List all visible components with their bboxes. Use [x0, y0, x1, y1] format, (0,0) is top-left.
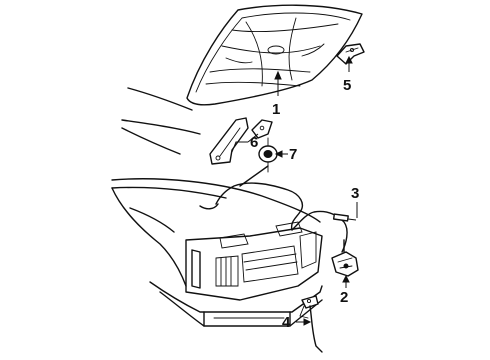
hood-panel — [186, 4, 363, 106]
hood-latch-part-2 — [331, 239, 359, 277]
callout-label-7: 7 — [289, 146, 297, 163]
callout-6: 6 — [231, 133, 258, 153]
support-rod-part-4 — [299, 295, 323, 353]
callout-label-1: 1 — [272, 101, 280, 118]
callout-label-6: 6 — [250, 134, 258, 151]
callout-3: 3 — [351, 185, 359, 218]
callout-7: 7 — [274, 146, 297, 163]
callout-label-5: 5 — [343, 77, 351, 94]
callout-5: 5 — [343, 55, 353, 94]
latch-bracket-part-5 — [336, 43, 365, 65]
grommet-part-7 — [258, 137, 278, 173]
callout-1: 1 — [272, 70, 282, 118]
callout-label-3: 3 — [351, 185, 359, 202]
callout-4: 4 — [282, 314, 312, 331]
vehicle-body — [111, 87, 323, 327]
release-cable — [199, 165, 357, 253]
callout-2: 2 — [340, 274, 350, 306]
callout-label-2: 2 — [340, 289, 348, 306]
hood-hinge-part-6 — [209, 117, 273, 165]
callout-label-4: 4 — [282, 314, 291, 331]
